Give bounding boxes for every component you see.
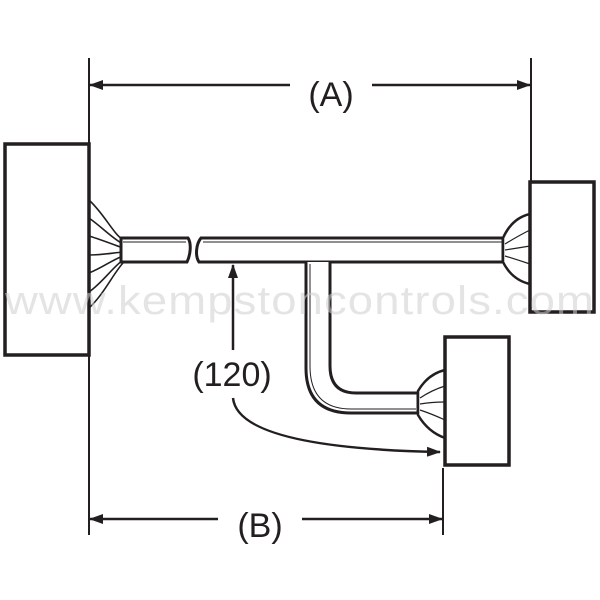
- right-connector: [528, 180, 596, 314]
- right-boot-wires: [504, 229, 531, 265]
- branch-cable: [304, 262, 420, 415]
- branch-dimension-curved-arrow: [231, 397, 441, 457]
- watermark-text: www.kempstoncontrols.com: [4, 279, 595, 323]
- branch-boot-wires: [419, 385, 446, 421]
- left-connector: [3, 142, 91, 357]
- main-cable-right-segment: [195, 236, 505, 264]
- branch-dimension-label: (120): [192, 356, 271, 394]
- branch-connector: [443, 335, 511, 467]
- dimension-b-label: (B): [237, 507, 282, 545]
- dimension-a-label: (A): [308, 76, 353, 114]
- right-connector-boot: [501, 212, 532, 286]
- main-cable-left-segment: [119, 236, 192, 264]
- branch-cable-inner-line: [309, 264, 416, 410]
